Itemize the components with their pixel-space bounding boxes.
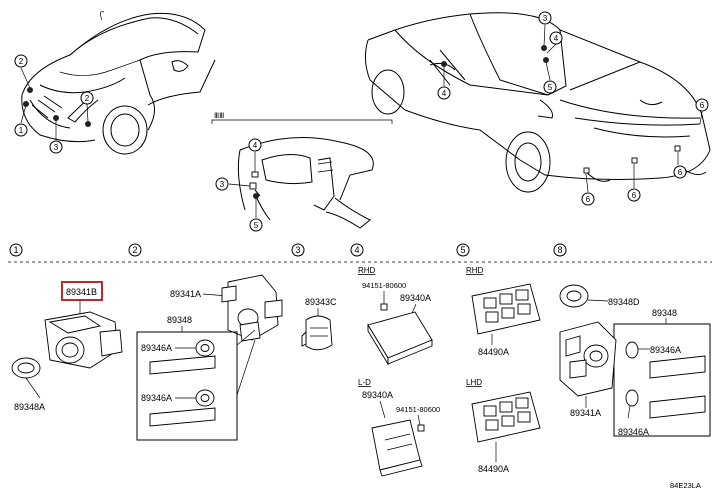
callout-number: 6 (678, 168, 683, 177)
part-label[interactable]: 89341A (570, 408, 601, 418)
callout-number: 1 (19, 126, 24, 135)
part-label[interactable]: 89343C (305, 297, 337, 307)
part-label[interactable]: 89346A (650, 345, 681, 355)
callout-number: 5 (548, 83, 553, 92)
section-number: 1 (13, 245, 18, 255)
part-label[interactable]: 89340A (362, 390, 393, 400)
front-car-illustration (21, 11, 216, 155)
callout-number: 3 (543, 14, 548, 23)
callout-number: 4 (442, 89, 447, 98)
part-label[interactable]: 89341A (170, 289, 201, 299)
variant-header: RHD (466, 266, 484, 275)
dashboard-callouts: 4 3 5 (215, 138, 263, 232)
section-2-parts: 89341A 89348 89346A 89346A (136, 274, 283, 441)
rear-car-callouts: 3 4 4 5 6 6 6 6 (437, 11, 709, 206)
part-label[interactable]: 89348 (167, 315, 192, 325)
sensor-part (305, 315, 333, 351)
variant-header: LHD (466, 378, 482, 387)
part-label[interactable]: 89346A (141, 343, 172, 353)
section-5-parts: RHD 84490A LHD 84490A (466, 266, 541, 474)
section-headers: 1 2 3 4 5 8 (8, 243, 712, 263)
variant-header: RHD (358, 266, 376, 275)
section-4-parts: RHD 94151-80600 89340A L-D 89340A 94151-… (358, 266, 440, 477)
section-1-parts: 89341B 89348A (11, 281, 123, 412)
part-label[interactable]: 89348A (14, 402, 45, 412)
part-label[interactable]: 84490A (478, 347, 509, 357)
callout-number: 3 (220, 180, 225, 189)
callout-number: 6 (632, 191, 637, 200)
callout-number: 2 (19, 57, 24, 66)
part-label[interactable]: 89348 (652, 308, 677, 318)
callout-number: 4 (554, 34, 559, 43)
part-label[interactable]: 94151-80600 (396, 405, 440, 414)
diagram-code: 84E23LA (670, 481, 701, 490)
variant-header: L-D (358, 378, 371, 387)
part-label[interactable]: 89348D (608, 297, 640, 307)
part-label[interactable]: 89340A (400, 293, 431, 303)
front-car-callouts: 2 1 2 3 (14, 54, 94, 154)
section-8-parts: 89348D 89348 89346A 89341A 89346A (559, 284, 711, 437)
part-label[interactable]: 89346A (141, 393, 172, 403)
section-number: 5 (460, 245, 465, 255)
section-number: 3 (295, 245, 300, 255)
section-number: 4 (354, 245, 359, 255)
highlight-box (61, 281, 103, 301)
kit-box (613, 323, 711, 437)
part-label[interactable]: 84490A (478, 464, 509, 474)
callout-number: 4 (253, 141, 258, 150)
detail-label: ⅢⅢ (214, 111, 224, 120)
part-label[interactable]: 94151-80600 (362, 281, 406, 290)
callout-number: 6 (586, 195, 591, 204)
ecu-module (367, 311, 433, 359)
dashboard-detail: ⅢⅢ (211, 111, 393, 229)
section-3-parts: 89343C (301, 297, 337, 351)
part-label[interactable]: 89346A (618, 427, 649, 437)
part-label[interactable]: 89341B (66, 287, 97, 297)
callout-number: 3 (54, 143, 59, 152)
rear-car-illustration (364, 12, 711, 193)
section-number: 2 (132, 245, 137, 255)
callout-number: 5 (254, 221, 259, 230)
kit-box (136, 331, 238, 441)
callout-number: 6 (700, 101, 705, 110)
callout-number: 2 (85, 94, 90, 103)
section-number: 8 (557, 245, 562, 255)
